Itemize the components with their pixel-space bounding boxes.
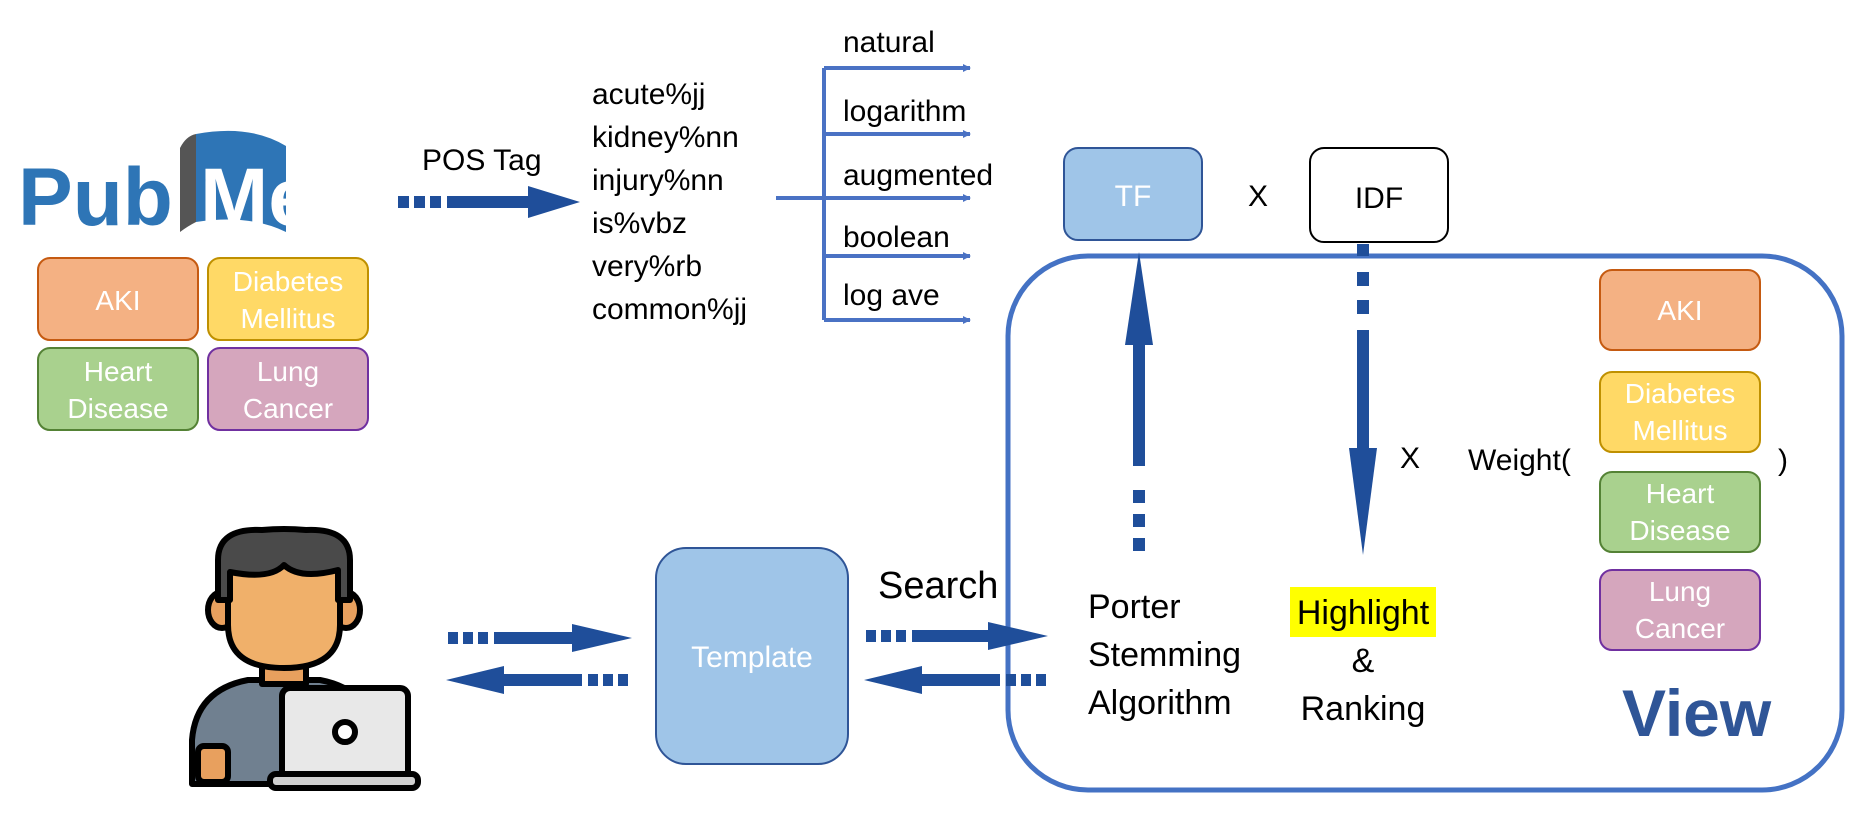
search-label: Search <box>878 565 998 607</box>
idf-box <box>1309 147 1449 243</box>
template-box <box>655 547 849 765</box>
pos-token: very%rb <box>592 250 702 283</box>
tf-label: TF <box>1115 180 1152 213</box>
idf-label: IDF <box>1355 182 1403 215</box>
tf-variant-branches <box>776 64 971 324</box>
view-label: View <box>1622 676 1772 750</box>
category-diabetes-line2: Mellitus <box>241 303 336 334</box>
weight-close-label: ) <box>1778 444 1788 477</box>
porter-line: Algorithm <box>1088 684 1232 722</box>
idf-to-ranking-arrow <box>1349 244 1377 555</box>
weight-heart-line2: Disease <box>1629 515 1730 546</box>
tf-variant-labels: natural logarithm augmented boolean log … <box>843 26 993 312</box>
pubmed-logo-pub: Pub <box>18 152 173 243</box>
multiply-symbol-weight: X <box>1400 442 1420 475</box>
template-label: Template <box>691 641 813 674</box>
multiply-symbol: X <box>1248 180 1268 213</box>
tf-variant-label: logarithm <box>843 95 966 128</box>
category-lung-line1: Lung <box>257 356 319 387</box>
weight-open-label: Weight( <box>1468 444 1571 477</box>
pubmed-logo-med: Med <box>200 152 364 243</box>
weight-lung-line2: Cancer <box>1635 613 1725 644</box>
category-stack-right: AKI Diabetes Mellitus Heart Disease Lung… <box>1599 269 1761 651</box>
user-to-template-arrow <box>448 624 632 652</box>
porter-line: Stemming <box>1088 636 1241 674</box>
weight-aki-label: AKI <box>1657 295 1702 326</box>
ranking-word: Ranking <box>1301 690 1426 728</box>
porter-stemming-label: Porter Stemming Algorithm <box>1088 588 1241 722</box>
pos-token: kidney%nn <box>592 121 739 154</box>
stem-to-tf-arrow <box>1125 252 1153 551</box>
book-page-icon <box>196 130 286 232</box>
tf-box <box>1063 147 1203 241</box>
weight-lung-line1: Lung <box>1649 576 1711 607</box>
pos-token: common%jj <box>592 293 747 326</box>
pos-token-list: acute%jj kidney%nn injury%nn is%vbz very… <box>592 78 747 326</box>
pos-token: is%vbz <box>592 207 687 240</box>
person-with-laptop-icon <box>189 526 421 791</box>
pos-token: injury%nn <box>592 164 724 197</box>
category-grid-left: AKI Diabetes Mellitus Heart Disease Lung… <box>37 257 369 431</box>
tf-variant-label: log ave <box>843 279 940 312</box>
category-lung-line2: Cancer <box>243 393 333 424</box>
weight-diabetes-line2: Mellitus <box>1633 415 1728 446</box>
pos-tag-arrow <box>398 186 580 218</box>
porter-line: Porter <box>1088 588 1181 626</box>
category-heart-line1: Heart <box>84 356 153 387</box>
pubmed-logo: Pub Med <box>18 130 364 243</box>
tf-variant-label: boolean <box>843 221 950 254</box>
weight-heart-line1: Heart <box>1646 478 1715 509</box>
category-aki-label: AKI <box>95 285 140 316</box>
ampersand: & <box>1352 642 1375 680</box>
template-to-user-arrow <box>446 666 628 694</box>
tf-variant-label: natural <box>843 26 935 59</box>
book-spine-icon <box>180 134 196 232</box>
weight-diabetes-line1: Diabetes <box>1625 378 1736 409</box>
tf-variant-label: augmented <box>843 159 993 192</box>
view-container <box>1005 253 1845 793</box>
search-to-template-arrow <box>864 666 1046 694</box>
template-to-search-arrow <box>866 622 1048 650</box>
category-heart-line2: Disease <box>67 393 168 424</box>
category-diabetes-line1: Diabetes <box>233 266 344 297</box>
highlight-marker <box>1290 587 1436 637</box>
highlight-word: Highlight <box>1297 594 1430 632</box>
pos-tag-label: POS Tag <box>422 144 542 177</box>
pos-token: acute%jj <box>592 78 705 111</box>
